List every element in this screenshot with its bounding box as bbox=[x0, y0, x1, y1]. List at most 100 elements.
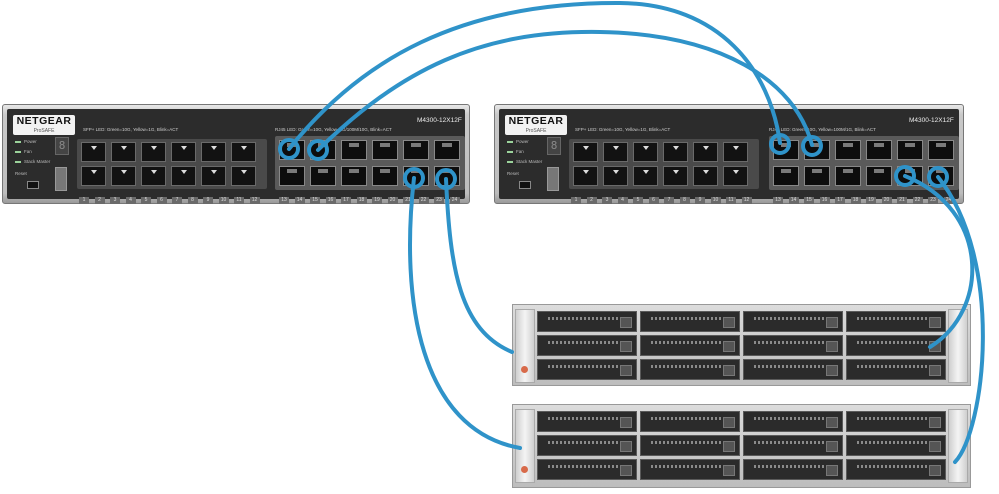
switch-2-usb-port bbox=[547, 167, 559, 191]
rj45-port bbox=[928, 140, 954, 160]
switch-2-stack-master-led: Stack Master bbox=[507, 159, 542, 164]
sfp-port bbox=[231, 166, 256, 186]
drive-bay bbox=[846, 311, 946, 332]
sfp-port bbox=[201, 142, 226, 162]
switch-1-model-label: M4300-12X12F bbox=[417, 117, 462, 124]
rj45-port-number: 15 bbox=[804, 197, 814, 204]
switch-2-reset-button[interactable]: Reset bbox=[507, 171, 519, 176]
switch-2-power-led: Power bbox=[507, 139, 529, 144]
drive-bay bbox=[640, 459, 740, 480]
port-highlight bbox=[435, 168, 457, 190]
sfp-port bbox=[201, 166, 226, 186]
drive-bay bbox=[537, 311, 637, 332]
rj45-port-number: 23 bbox=[928, 197, 938, 204]
sfp-port-number: 11 bbox=[726, 197, 736, 204]
sfp-port bbox=[573, 166, 598, 186]
switch-1-to-server-1-cable bbox=[444, 177, 514, 354]
rj45-port-number: 19 bbox=[372, 197, 382, 204]
drive-bay bbox=[846, 435, 946, 456]
server-2-right-rack-ear bbox=[948, 409, 968, 483]
sfp-port-number: 1 bbox=[571, 197, 581, 204]
sfp-port bbox=[231, 142, 256, 162]
drive-bay bbox=[743, 459, 843, 480]
sfp-port bbox=[693, 142, 718, 162]
rj45-port bbox=[372, 140, 398, 160]
rj45-port-number: 18 bbox=[356, 197, 367, 204]
rj45-port bbox=[372, 166, 398, 186]
rj45-port-number: 16 bbox=[819, 197, 830, 204]
server-1-power-button[interactable] bbox=[521, 366, 528, 373]
rj45-port-number: 14 bbox=[294, 197, 305, 204]
sfp-port-number: 10 bbox=[710, 197, 721, 204]
drive-bay bbox=[743, 311, 843, 332]
sfp-port-number: 3 bbox=[602, 197, 612, 204]
port-highlight bbox=[307, 139, 329, 161]
rj45-port bbox=[866, 166, 892, 186]
switch-1-reset-button[interactable]: Reset bbox=[15, 171, 27, 176]
switch-2-rj45-port-block bbox=[769, 136, 959, 190]
rj45-port bbox=[310, 166, 336, 186]
port-highlight bbox=[801, 135, 823, 157]
sfp-port bbox=[723, 166, 748, 186]
drive-bay bbox=[743, 435, 843, 456]
rj45-port-number: 24 bbox=[449, 197, 460, 204]
switch-2-sfp-led-legend: SFP+ LED: Green=10G, Yellow=1G, Blink=AC… bbox=[575, 127, 671, 132]
rj45-port-number: 20 bbox=[387, 197, 398, 204]
rj45-port bbox=[897, 140, 923, 160]
rj45-port-number: 16 bbox=[325, 197, 336, 204]
sfp-port-number: 3 bbox=[110, 197, 120, 204]
rj45-port bbox=[434, 140, 460, 160]
sfp-port-number: 6 bbox=[156, 197, 167, 204]
sfp-port bbox=[573, 142, 598, 162]
switch-1-sfp-port-block bbox=[77, 139, 267, 189]
sfp-port bbox=[603, 166, 628, 186]
switch-2-sfp-port-block bbox=[569, 139, 759, 189]
sfp-port-number: 12 bbox=[249, 197, 260, 204]
switch-2-to-server-2-cable bbox=[936, 175, 985, 464]
rj45-port-number: 21 bbox=[897, 197, 907, 204]
rj45-port-number: 22 bbox=[912, 197, 923, 204]
rj45-port bbox=[279, 166, 305, 186]
drive-bay bbox=[743, 411, 843, 432]
sfp-port-number: 8 bbox=[187, 197, 198, 204]
sfp-port bbox=[81, 166, 106, 186]
rj45-port-number: 13 bbox=[773, 197, 783, 204]
switch-2-rj45-led-legend: RJ45 LED: Green=10G, Yellow=100M/1G, Bli… bbox=[769, 127, 876, 132]
rj45-port bbox=[403, 140, 429, 160]
rj45-port bbox=[835, 140, 861, 160]
drive-bay bbox=[743, 359, 843, 380]
port-highlight bbox=[403, 167, 425, 189]
sfp-port-number: 4 bbox=[617, 197, 628, 204]
sfp-port bbox=[603, 142, 628, 162]
switch-2-model-label: M4300-12X12F bbox=[909, 117, 954, 124]
rj45-port-number: 19 bbox=[866, 197, 876, 204]
drive-bay bbox=[537, 459, 637, 480]
rj45-port bbox=[341, 140, 367, 160]
drive-bay bbox=[846, 411, 946, 432]
switch-2-stack-id-display: 8 bbox=[547, 137, 561, 155]
sfp-port-number: 2 bbox=[586, 197, 597, 204]
rj45-port-number: 22 bbox=[418, 197, 429, 204]
switch-1-rj45-led-legend: RJ45 LED: Green=10G, Yellow=1G/100M/10G,… bbox=[275, 127, 392, 132]
switch-1-power-led: Power bbox=[15, 139, 37, 144]
drive-bay bbox=[537, 335, 637, 356]
switch-1-stack-master-led: Stack Master bbox=[15, 159, 50, 164]
port-highlight bbox=[927, 166, 949, 188]
rj45-port bbox=[804, 166, 830, 186]
drive-bay bbox=[743, 335, 843, 356]
sfp-port bbox=[111, 142, 136, 162]
switch-1-fan-led: Fan bbox=[15, 149, 32, 154]
sfp-port bbox=[633, 166, 658, 186]
rj45-port-number: 21 bbox=[403, 197, 413, 204]
stack-cable-b bbox=[316, 29, 814, 152]
sfp-port-number: 2 bbox=[94, 197, 105, 204]
drive-bay bbox=[537, 359, 637, 380]
server-2-power-button[interactable] bbox=[521, 466, 528, 473]
sfp-port bbox=[171, 166, 196, 186]
sfp-port-number: 10 bbox=[218, 197, 229, 204]
sfp-port-number: 4 bbox=[125, 197, 136, 204]
